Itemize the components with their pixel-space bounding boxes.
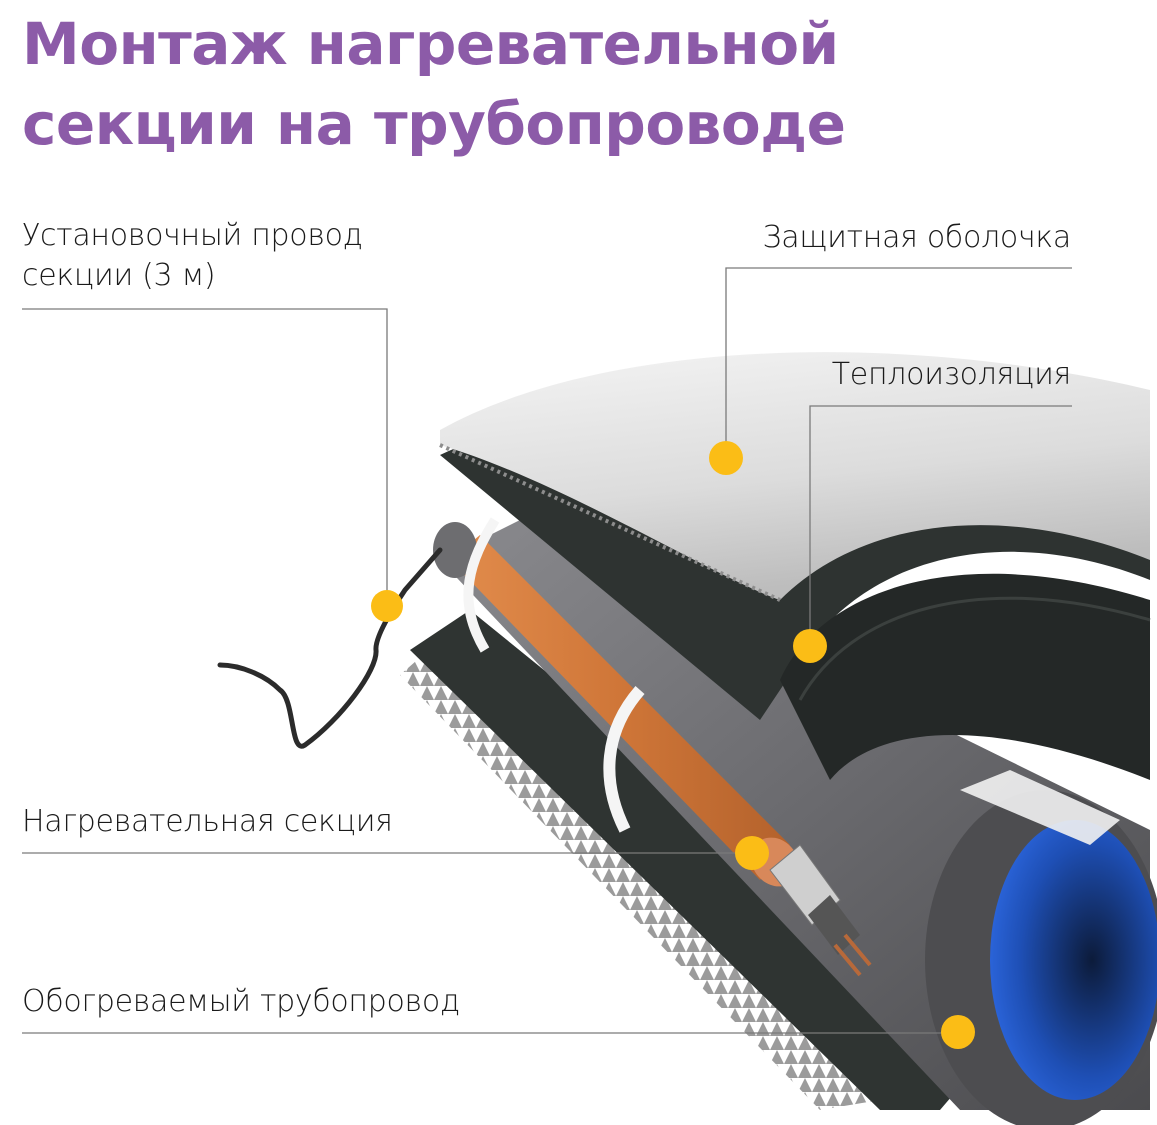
installation-wire (217, 547, 443, 749)
leader-thermal-insulation (809, 405, 1072, 645)
callout-install-wire-line-1: Установочный провод (22, 218, 363, 253)
callout-markers (371, 441, 975, 1049)
callout-protective-shell: Защитная оболочка (762, 220, 1071, 255)
leader-lines (22, 267, 1072, 1034)
callout-install-wire: Установочный провод секции (3 м) (22, 216, 363, 296)
callout-heated-pipeline: Обогреваемый трубопровод (22, 984, 460, 1019)
protective-shell (439, 352, 1150, 602)
marker-heating-section (735, 836, 769, 870)
cable-end-cap (433, 522, 477, 578)
marker-thermal-insulation (793, 629, 827, 663)
marker-install-wire (371, 590, 403, 622)
callout-thermal-insulation: Теплоизоляция (831, 357, 1072, 392)
cable-straps (463, 517, 645, 833)
title-line-1: Монтаж нагревательной (22, 10, 839, 78)
leader-install-wire (22, 308, 388, 605)
leader-protective-shell (725, 267, 1072, 458)
marker-heated-pipeline (941, 1015, 975, 1049)
title-line-2: секции на трубопроводе (22, 90, 846, 158)
callout-heating-section: Нагревательная секция (22, 804, 393, 839)
pipe-body (440, 520, 1157, 1125)
page-title: Монтаж нагревательной секции на трубопро… (22, 4, 846, 164)
pipe-inner-opening (990, 820, 1157, 1100)
callout-install-wire-line-2: секции (3 м) (22, 258, 216, 293)
marker-protective-shell (709, 441, 743, 475)
